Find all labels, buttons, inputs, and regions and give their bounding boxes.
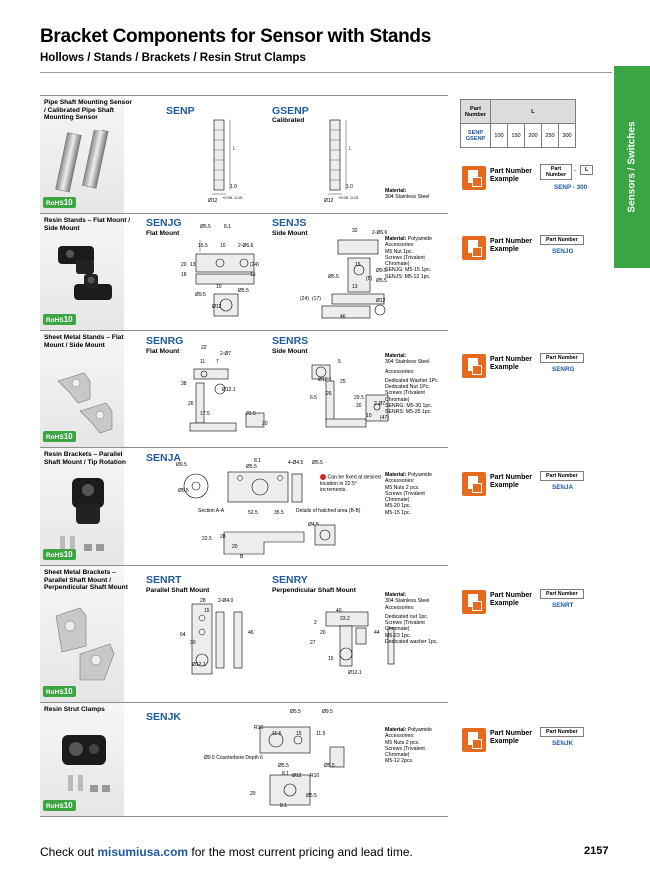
rohs-badge: RoHS10 [43, 800, 76, 811]
sheet-metal-bracket-image [55, 607, 115, 681]
product-photo [40, 214, 124, 330]
rohs-badge: RoHS10 [43, 314, 76, 325]
document-icon [462, 166, 486, 190]
document-icon [462, 728, 486, 752]
rohs-badge: RoHS10 [43, 197, 76, 208]
product-variant: Perpendicular Shaft Mount [272, 587, 356, 594]
product-code: GSENP [272, 105, 309, 117]
product-variant: Side Mount [272, 348, 308, 355]
section-title: Pipe Shaft Mounting Sensor / Calibrated … [44, 99, 132, 122]
product-code: SENJG [146, 217, 182, 229]
senjg-drawing [195, 240, 255, 317]
page-number: 2157 [584, 845, 609, 857]
table-cell: 100 [490, 123, 508, 148]
table-cell: 300 [558, 123, 576, 148]
product-code: SENRG [146, 335, 184, 347]
resin-bracket-image [60, 478, 104, 552]
product-code: SENRS [272, 335, 309, 347]
document-icon [462, 354, 486, 378]
section-title: Resin Stands – Flat Mount / Side Mount [44, 217, 131, 232]
product-photo [40, 566, 124, 702]
page-subtitle: Hollows / Stands / Brackets / Resin Stru… [40, 52, 306, 64]
senp-drawing [212, 119, 231, 195]
resin-stand-image [58, 246, 112, 300]
header-rule [40, 72, 612, 73]
category-tab[interactable]: Sensors / Switches [614, 66, 650, 268]
product-code: SENJK [146, 711, 182, 723]
senry-drawing [325, 611, 395, 667]
senrg-drawing [189, 368, 265, 432]
product-variant: Calibrated [272, 117, 305, 124]
strut-clamp-image [62, 735, 110, 792]
product-photo [40, 703, 124, 816]
section-senrt: Sheet Metal Brackets – Parallel Shaft Mo… [40, 565, 448, 702]
rohs-badge: RoHS10 [43, 431, 76, 442]
section-title: Sheet Metal Stands – Flat Mount / Side M… [44, 334, 124, 349]
senrt-drawing [191, 603, 243, 675]
website-link[interactable]: misumiusa.com [97, 845, 189, 859]
senjk-drawing [259, 726, 345, 806]
product-code: SENP [166, 105, 195, 117]
category-tab-label: Sensors / Switches [626, 121, 638, 213]
product-code: SENRY [272, 574, 308, 586]
material-note: Material: 304 Stainless Steel Accessorie… [385, 353, 440, 416]
section-title: Resin Brackets – Parallel Shaft Mount / … [44, 451, 126, 466]
rohs-badge: RoHS10 [43, 549, 76, 560]
section-title: Resin Strut Clamps [44, 706, 105, 713]
sheet-metal-stand-image [57, 372, 113, 434]
product-variant: Flat Mount [146, 348, 180, 355]
product-photo [40, 331, 124, 447]
senja-drawing [183, 471, 305, 555]
section-senja: Resin Brackets – Parallel Shaft Mount / … [40, 447, 448, 565]
document-icon [462, 590, 486, 614]
warning-icon [320, 474, 326, 480]
material-note: Material: Polyamide Accessories: M5 Nuts… [385, 727, 433, 765]
material-note: Material: Polyamide Accessories: M5 Nut … [385, 236, 433, 280]
document-icon [462, 472, 486, 496]
product-variant: Flat Mount [146, 230, 180, 237]
table-cell: 250 [541, 123, 559, 148]
section-title: Sheet Metal Brackets – Parallel Shaft Mo… [44, 569, 128, 592]
table-header-l: L [490, 99, 576, 124]
product-code: SENJA [146, 452, 182, 464]
section-senjg: Resin Stands – Flat Mount / Side Mount R… [40, 213, 448, 330]
material-note: Material: Polyamide Accessories: M5 Nuts… [385, 472, 433, 516]
document-icon [462, 236, 486, 260]
table-cell: 150 [507, 123, 525, 148]
rohs-badge: RoHS10 [43, 686, 76, 697]
section-senp: Pipe Shaft Mounting Sensor / Calibrated … [40, 95, 448, 213]
product-variant: Side Mount [272, 230, 308, 237]
senjs-drawing [321, 239, 386, 319]
product-code: SENRT [146, 574, 182, 586]
product-variant: Parallel Shaft Mount [146, 587, 210, 594]
section-senjk: Resin Strut Clamps RoHS10 SENJK Ø5.5 Ø9.… [40, 702, 448, 817]
footer-text: Check out misumiusa.com for the most cur… [40, 845, 413, 859]
material-note: Material: 304 Stainless Steel Accessorie… [385, 592, 438, 646]
product-photo [40, 448, 124, 565]
table-cell: 200 [524, 123, 542, 148]
senrs-drawing [311, 364, 389, 428]
rotation-annotation: Can be fixed at desired location in 22.5… [320, 474, 381, 493]
product-code: SENJS [272, 217, 307, 229]
page-title: Bracket Components for Sensor with Stand… [40, 26, 431, 47]
product-photo [40, 96, 124, 213]
gsenp-drawing [328, 119, 347, 195]
pipe-shaft-image [55, 130, 109, 193]
hatched-detail [314, 524, 336, 546]
material-note: Material: 304 Stainless Steel [385, 188, 430, 201]
section-senrg: Sheet Metal Stands – Flat Mount / Side M… [40, 330, 448, 447]
